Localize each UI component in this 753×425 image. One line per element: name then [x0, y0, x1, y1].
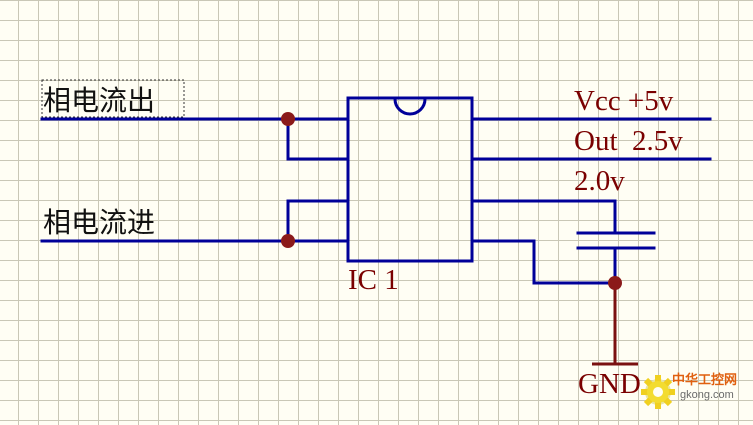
junction-dot-top [281, 112, 295, 126]
current-in-label: 相电流进 [43, 206, 155, 239]
wire-pin2-loop [286, 117, 350, 161]
current-out-label-box [41, 79, 185, 118]
ic-body [346, 96, 474, 263]
current-out-label: 相电流出 [43, 84, 155, 117]
junction-dot-ground [608, 276, 622, 290]
ref-voltage-label: 2.0v [574, 165, 625, 197]
wire-gnd-loop [470, 239, 617, 285]
ground-symbol [592, 283, 638, 366]
gear-icon [641, 375, 675, 409]
ic-label: IC 1 [348, 264, 399, 296]
ic-notch [393, 97, 427, 116]
junction-dot-bottom [281, 234, 295, 248]
watermark-brand: 中华工控网 [672, 372, 737, 388]
ic-chip [346, 96, 474, 263]
watermark-url: gkong.com [680, 389, 734, 401]
output-wires [470, 117, 712, 285]
gnd-label: GND [578, 368, 641, 400]
vcc-label: Vcc +5v [574, 85, 674, 117]
capacitor [576, 231, 656, 250]
out-label: Out 2.5v [574, 125, 683, 157]
input-wires [40, 117, 350, 243]
wire-pin3-loop [286, 199, 350, 243]
watermark: 中华工控网 gkong.com [641, 372, 737, 409]
wire-ref [470, 199, 617, 233]
